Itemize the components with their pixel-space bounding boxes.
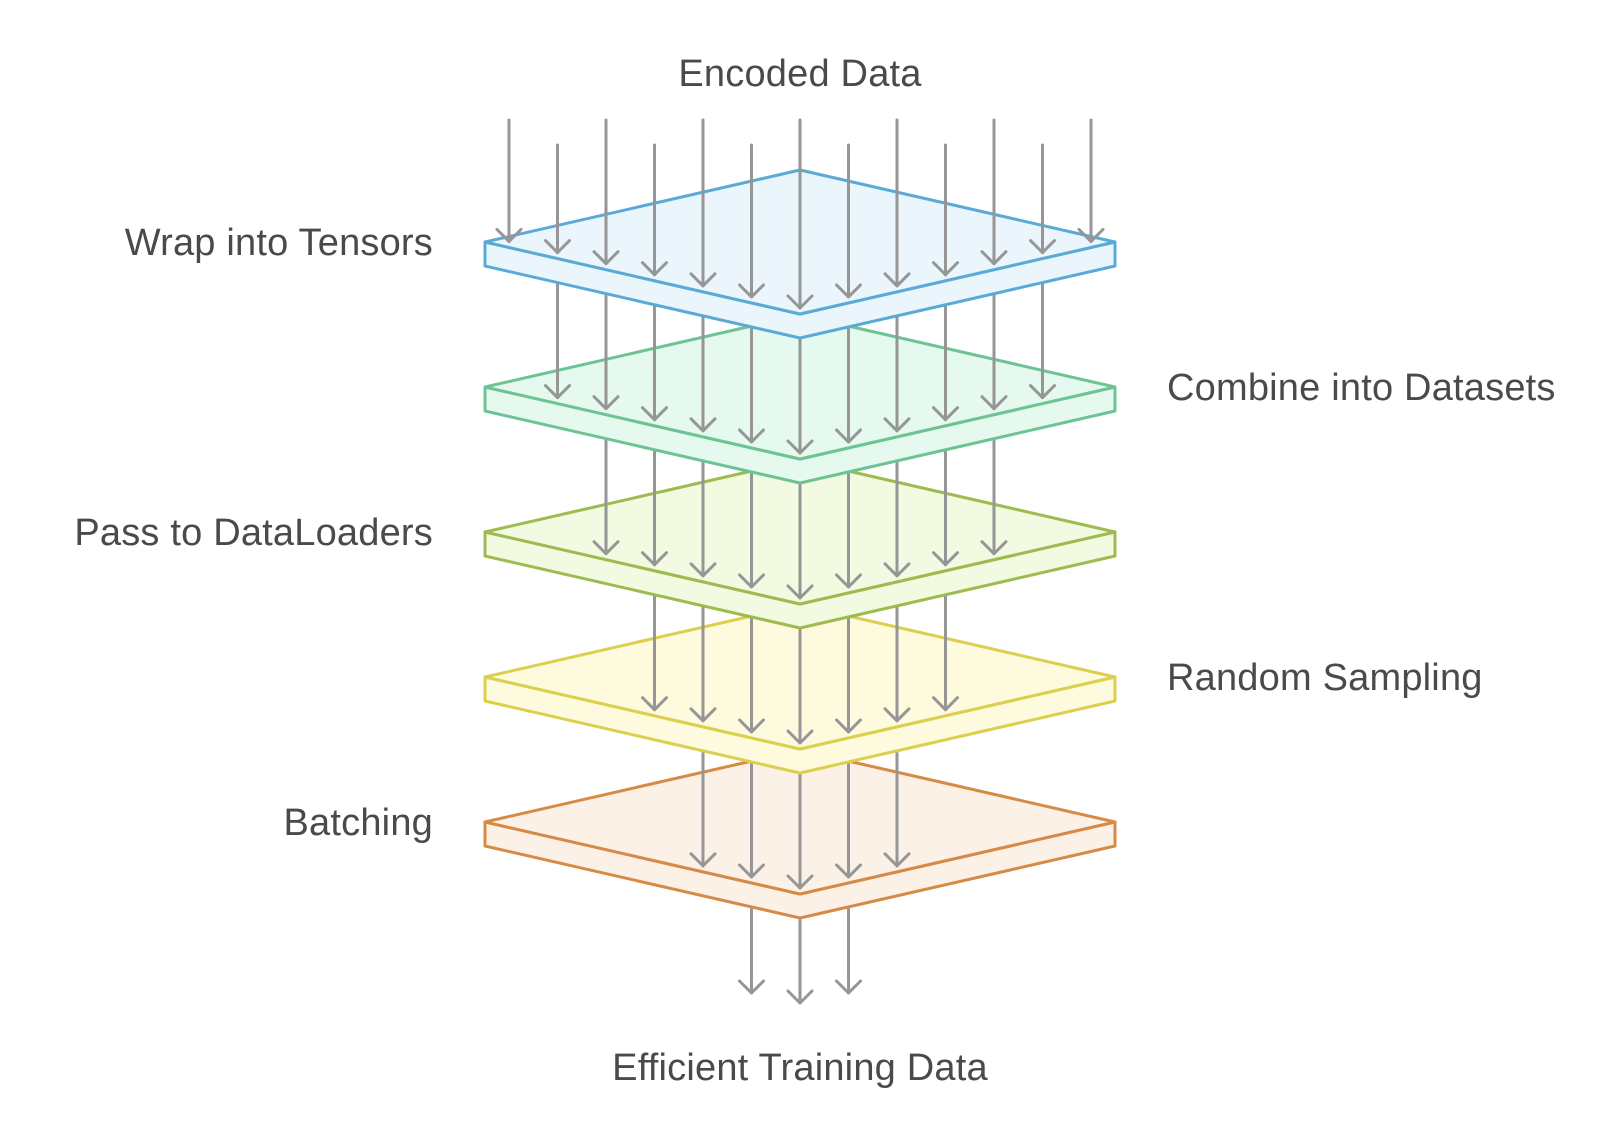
down-arrow bbox=[544, 283, 571, 400]
down-arrow bbox=[641, 595, 668, 712]
layer-label: Combine into Datasets bbox=[1167, 367, 1556, 409]
layer-arrows bbox=[641, 595, 959, 745]
down-arrow bbox=[932, 450, 959, 567]
down-arrow bbox=[883, 118, 911, 288]
down-arrow bbox=[835, 762, 862, 879]
down-arrow bbox=[786, 628, 814, 745]
down-arrow bbox=[1029, 283, 1056, 400]
down-arrow bbox=[932, 305, 959, 422]
layer-label: Pass to DataLoaders bbox=[74, 512, 433, 554]
down-arrow bbox=[544, 143, 571, 255]
down-arrow bbox=[689, 118, 717, 288]
down-arrow bbox=[1029, 143, 1056, 255]
down-arrow bbox=[641, 450, 668, 567]
layer-label: Batching bbox=[284, 802, 433, 844]
down-arrow bbox=[738, 327, 765, 444]
down-arrow bbox=[980, 118, 1008, 266]
layer-label: Wrap into Tensors bbox=[125, 222, 433, 264]
layer-arrows bbox=[495, 118, 1105, 310]
output-arrows bbox=[738, 907, 862, 1005]
layer-arrows bbox=[592, 439, 1008, 600]
down-arrow bbox=[786, 338, 814, 455]
down-arrow bbox=[738, 762, 765, 879]
down-arrow bbox=[786, 118, 814, 310]
output-label: Efficient Training Data bbox=[612, 1047, 988, 1089]
down-arrow bbox=[689, 606, 717, 723]
down-arrow bbox=[835, 907, 862, 995]
down-arrow bbox=[1077, 118, 1105, 243]
down-arrow bbox=[738, 143, 765, 299]
down-arrow bbox=[932, 143, 959, 277]
down-arrow bbox=[980, 294, 1008, 411]
down-arrow bbox=[495, 118, 523, 243]
down-arrow bbox=[738, 907, 765, 995]
down-arrow bbox=[835, 143, 862, 299]
down-arrow bbox=[689, 751, 717, 868]
down-arrow bbox=[738, 617, 765, 734]
down-arrow bbox=[641, 143, 668, 277]
down-arrow bbox=[835, 617, 862, 734]
layers-group: Batching Random Sampling Pass to DataLoade… bbox=[74, 118, 1556, 1005]
down-arrow bbox=[883, 751, 911, 868]
down-arrow bbox=[883, 606, 911, 723]
down-arrow bbox=[786, 483, 814, 600]
down-arrow bbox=[786, 918, 814, 1005]
down-arrow bbox=[932, 595, 959, 712]
down-arrow bbox=[641, 305, 668, 422]
down-arrow bbox=[835, 472, 862, 589]
down-arrow bbox=[592, 439, 620, 556]
layer-arrows bbox=[689, 751, 911, 890]
down-arrow bbox=[980, 439, 1008, 556]
layer-arrows bbox=[544, 283, 1056, 455]
down-arrow bbox=[738, 472, 765, 589]
down-arrow bbox=[592, 294, 620, 411]
down-arrow bbox=[689, 461, 717, 578]
down-arrow bbox=[883, 316, 911, 433]
down-arrow bbox=[786, 773, 814, 890]
input-label: Encoded Data bbox=[678, 53, 922, 95]
down-arrow bbox=[689, 316, 717, 433]
down-arrow bbox=[835, 327, 862, 444]
layer-label: Random Sampling bbox=[1167, 657, 1483, 699]
down-arrow bbox=[883, 461, 911, 578]
down-arrow bbox=[592, 118, 620, 266]
